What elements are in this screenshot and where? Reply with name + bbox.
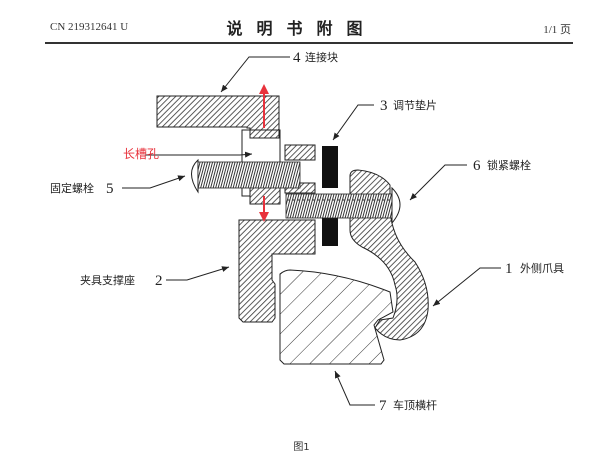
page-number: 1/1 页 xyxy=(543,24,571,36)
part-7-roof-crossbar xyxy=(279,269,394,365)
figure-caption: 图1 xyxy=(293,442,310,453)
leader-lines xyxy=(122,56,501,406)
header-divider xyxy=(45,42,573,44)
part-label-1: 外侧爪具 xyxy=(520,262,564,275)
part-label-2: 夹具支撑座 xyxy=(80,273,135,287)
part-4-connecting-block xyxy=(156,95,281,205)
part-number-5: 5 xyxy=(106,181,114,197)
part-5-fixing-bolt xyxy=(191,158,301,194)
part-label-4: 连接块 xyxy=(305,51,338,64)
part-number-2: 2 xyxy=(155,273,163,289)
part-number-4: 4 xyxy=(293,50,301,66)
part-label-7: 车顶横杆 xyxy=(393,398,437,412)
part-6-locking-bolt xyxy=(285,186,401,225)
part-label-6: 锁紧螺栓 xyxy=(487,158,531,172)
slot-hole-annotation: 长槽孔 xyxy=(123,147,159,161)
patent-number: CN 219312641 U xyxy=(50,21,129,33)
part-label-3: 调节垫片 xyxy=(393,98,437,112)
part-number-6: 6 xyxy=(473,158,481,174)
slot-direction-arrows xyxy=(259,84,269,222)
part-2-support-base xyxy=(238,219,316,323)
part-label-5: 固定螺栓 xyxy=(50,181,94,195)
part-3-adjust-shim xyxy=(322,146,338,246)
part-number-7: 7 xyxy=(379,398,387,414)
page-title: 说明书附图 xyxy=(226,19,377,38)
part-number-1: 1 xyxy=(505,261,513,277)
part-number-3: 3 xyxy=(380,98,388,114)
